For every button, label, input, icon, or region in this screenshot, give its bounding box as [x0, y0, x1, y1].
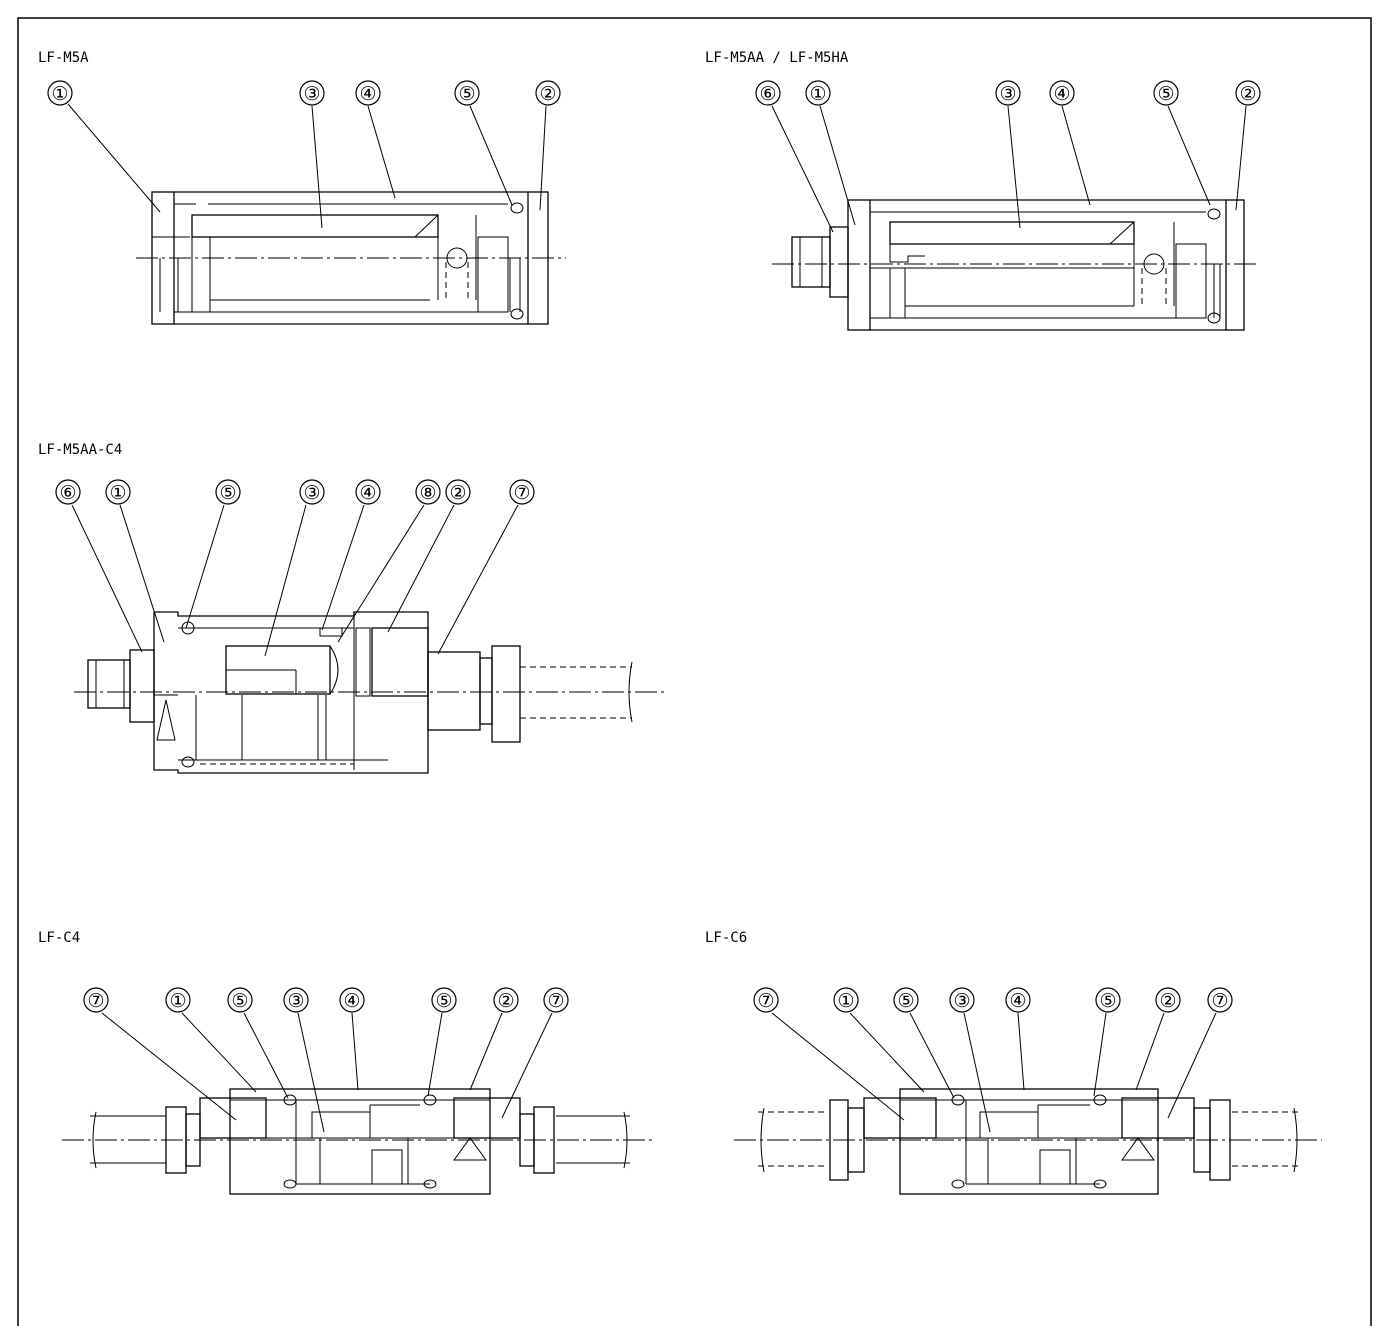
balloon-callout: ③: [995, 80, 1021, 106]
svg-text:⑦: ⑦: [513, 482, 530, 504]
balloon-callout: ③: [949, 987, 975, 1013]
svg-text:③: ③: [999, 83, 1016, 105]
diagram-title: LF-M5A: [38, 50, 89, 66]
diagram-title: LF-M5AA-C4: [38, 442, 122, 458]
diagram-lf-m5a: LF-M5A ① ③ ④ ⑤ ②: [38, 50, 566, 325]
balloon-callout: ⑥: [755, 80, 781, 106]
leader-lines: [771, 105, 1247, 233]
svg-text:①: ①: [169, 990, 186, 1012]
leader-lines: [101, 1012, 553, 1133]
balloon-callout: ④: [355, 479, 381, 505]
diagram-lf-m5aa-lf-m5ha: LF-M5AA / LF-M5HA ⑥ ① ③ ④ ⑤ ②: [705, 50, 1261, 331]
svg-text:⑥: ⑥: [59, 482, 76, 504]
diagram-lf-c4: LF-C4 ⑦ ① ⑤ ③ ④ ⑤ ② ⑦: [38, 930, 652, 1195]
balloon-callout: ④: [1005, 987, 1031, 1013]
svg-text:⑤: ⑤: [231, 990, 248, 1012]
balloon-callout: ①: [105, 479, 131, 505]
svg-text:⑧: ⑧: [419, 482, 436, 504]
svg-text:②: ②: [539, 83, 556, 105]
svg-text:④: ④: [1053, 83, 1070, 105]
svg-text:①: ①: [51, 83, 68, 105]
sheet-frame: [17, 17, 1372, 1326]
balloon-callout: ④: [1049, 80, 1075, 106]
balloon-callout: ②: [535, 80, 561, 106]
diagram-lf-c6: LF-C6 ⑦ ① ⑤ ③ ④ ⑤ ② ⑦: [705, 930, 1322, 1195]
svg-text:①: ①: [109, 482, 126, 504]
svg-text:①: ①: [837, 990, 854, 1012]
balloon-callout: ⑧: [415, 479, 441, 505]
leader-lines: [67, 103, 547, 229]
svg-text:②: ②: [497, 990, 514, 1012]
svg-text:⑤: ⑤: [458, 83, 475, 105]
svg-text:⑤: ⑤: [1099, 990, 1116, 1012]
svg-text:④: ④: [343, 990, 360, 1012]
cross-section: [62, 1088, 652, 1195]
svg-text:⑥: ⑥: [759, 83, 776, 105]
svg-text:⑤: ⑤: [435, 990, 452, 1012]
cross-section: [136, 191, 566, 325]
svg-text:③: ③: [303, 83, 320, 105]
balloon-callout: ②: [1155, 987, 1181, 1013]
cross-section: [74, 611, 668, 774]
balloon-callout: ②: [493, 987, 519, 1013]
balloon-callout: ③: [283, 987, 309, 1013]
balloon-callout: ⑦: [543, 987, 569, 1013]
balloon-callout: ⑤: [454, 80, 480, 106]
balloon-callout: ③: [299, 80, 325, 106]
balloon-callout: ⑤: [1153, 80, 1179, 106]
balloon-callout: ⑤: [893, 987, 919, 1013]
svg-text:⑤: ⑤: [897, 990, 914, 1012]
balloon-callout: ⑦: [1207, 987, 1233, 1013]
svg-text:④: ④: [1009, 990, 1026, 1012]
balloon-callout: ⑥: [55, 479, 81, 505]
balloon-callout: ④: [355, 80, 381, 106]
leader-lines: [71, 504, 519, 657]
balloon-callout: ⑤: [227, 987, 253, 1013]
svg-text:⑤: ⑤: [219, 482, 236, 504]
leader-lines: [771, 1012, 1217, 1133]
balloon-callout: ⑦: [509, 479, 535, 505]
cross-section: [772, 199, 1260, 331]
svg-text:④: ④: [359, 482, 376, 504]
diagram-lf-m5aa-c4: LF-M5AA-C4 ⑥ ① ⑤ ③ ④ ⑧ ② ⑦: [38, 442, 668, 774]
diagram-title: LF-C4: [38, 930, 80, 946]
diagram-title: LF-M5AA / LF-M5HA: [705, 50, 849, 66]
svg-text:③: ③: [287, 990, 304, 1012]
balloon-callout: ②: [1235, 80, 1261, 106]
balloon-callout: ①: [805, 80, 831, 106]
svg-text:①: ①: [809, 83, 826, 105]
svg-text:②: ②: [1159, 990, 1176, 1012]
svg-text:③: ③: [303, 482, 320, 504]
balloon-callout: ①: [47, 80, 73, 106]
svg-text:⑦: ⑦: [757, 990, 774, 1012]
svg-text:⑦: ⑦: [1211, 990, 1228, 1012]
svg-text:④: ④: [359, 83, 376, 105]
balloon-callout: ①: [833, 987, 859, 1013]
balloon-callout: ⑤: [215, 479, 241, 505]
balloon-callout: ⑤: [1095, 987, 1121, 1013]
svg-text:③: ③: [953, 990, 970, 1012]
balloon-callout: ⑤: [431, 987, 457, 1013]
balloon-callout: ①: [165, 987, 191, 1013]
svg-text:②: ②: [449, 482, 466, 504]
balloon-callout: ③: [299, 479, 325, 505]
svg-text:⑦: ⑦: [547, 990, 564, 1012]
cross-section: [734, 1088, 1322, 1195]
balloon-callout: ④: [339, 987, 365, 1013]
svg-text:②: ②: [1239, 83, 1256, 105]
svg-text:⑤: ⑤: [1157, 83, 1174, 105]
balloon-callout: ⑦: [753, 987, 779, 1013]
balloon-callout: ⑦: [83, 987, 109, 1013]
balloon-callout: ②: [445, 479, 471, 505]
diagram-title: LF-C6: [705, 930, 747, 946]
svg-text:⑦: ⑦: [87, 990, 104, 1012]
